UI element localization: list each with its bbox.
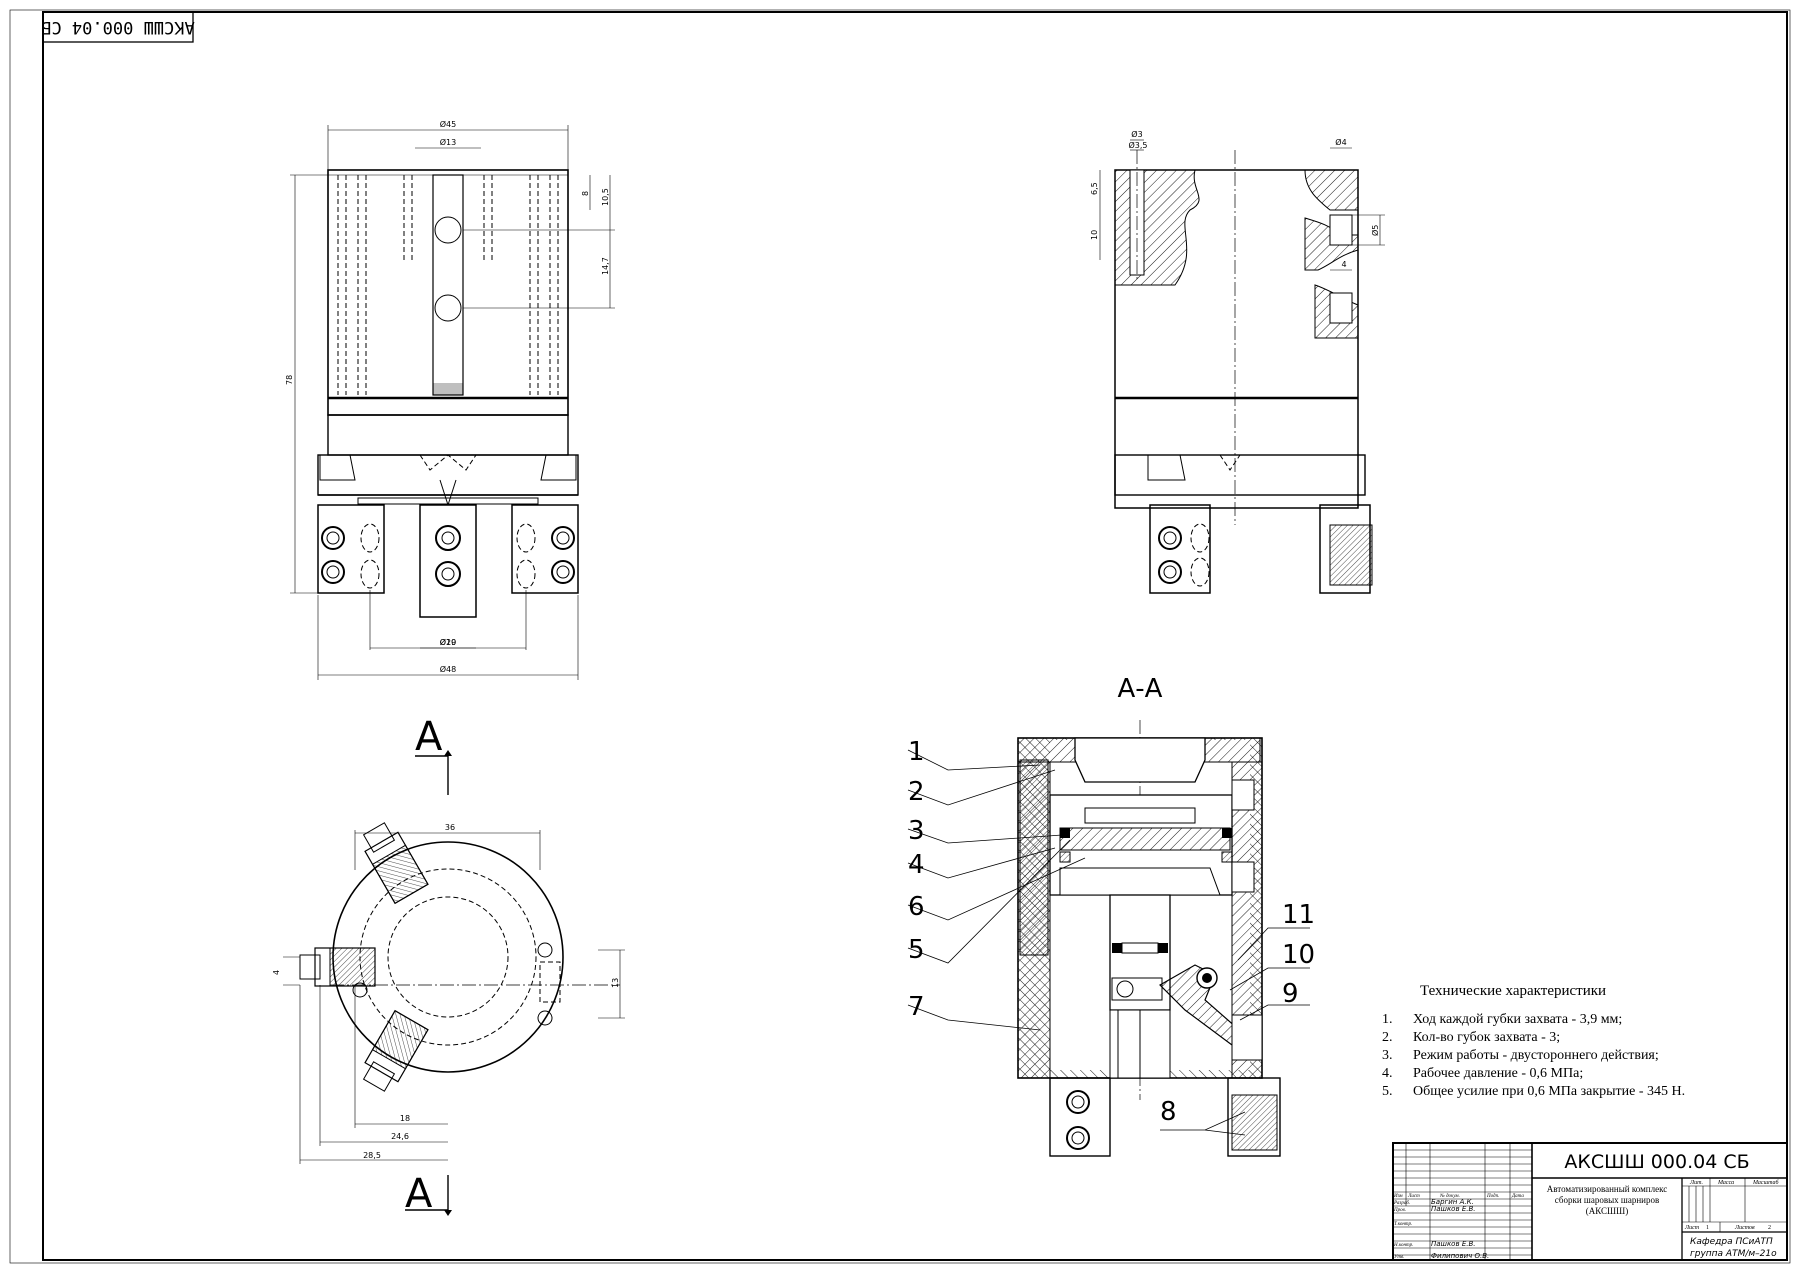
section-title: А-А	[1118, 674, 1163, 704]
lit-label: Лит.	[1689, 1180, 1703, 1186]
top-view: А	[272, 714, 625, 1217]
callout-1: 1	[908, 737, 925, 767]
spec-num: 3.	[1382, 1048, 1393, 1063]
role-utv: Утв.	[1394, 1255, 1404, 1260]
callout-4: 4	[908, 850, 925, 880]
col-sign: Подп.	[1486, 1194, 1499, 1199]
dim-d3: Ø3	[1131, 129, 1142, 139]
dim-w28-5: 28,5	[363, 1151, 381, 1160]
cut-letter-top: А	[415, 714, 443, 760]
screw-head-group	[321, 525, 575, 587]
callout-8: 8	[1160, 1097, 1177, 1127]
col-doc: № докум.	[1439, 1193, 1460, 1199]
col-izm: Изм	[1393, 1194, 1403, 1199]
spec-text: Ход каждой губки захвата - 3,9 мм;	[1413, 1012, 1622, 1027]
callout-6: 6	[908, 892, 925, 922]
dim-w18: 18	[400, 1114, 410, 1123]
inner-frame	[42, 11, 1788, 1261]
spec-num: 4.	[1382, 1066, 1393, 1081]
sheet-no: 1	[1706, 1225, 1709, 1231]
spec-num: 1.	[1382, 1012, 1393, 1027]
callout-9: 9	[1282, 979, 1299, 1009]
dim-h13: 13	[611, 978, 620, 988]
role-razrab: Разраб.	[1393, 1201, 1410, 1206]
spec-item: 4. Рабочее давление - 0,6 МПа;	[1382, 1066, 1583, 1081]
designation: АКСШШ 000.04 СБ	[1564, 1151, 1749, 1173]
dim-d13: Ø13	[440, 137, 456, 147]
callout-10: 10	[1282, 940, 1315, 970]
name-line-2: сборки шаровых шарниров	[1555, 1195, 1659, 1205]
front-view: Ø45 Ø13 8 10,5 14,7 78 Ø10 Ø29 Ø48	[285, 119, 615, 680]
name-utv: Филипович О.В.	[1431, 1252, 1489, 1260]
outer-frame	[9, 9, 1791, 1264]
scale-label: Масштаб	[1752, 1179, 1780, 1186]
dim-d45: Ø45	[440, 119, 456, 129]
mass-label: Масса	[1717, 1180, 1734, 1186]
callout-11: 11	[1282, 900, 1315, 930]
specs-title: Технические характеристики	[1420, 983, 1606, 999]
dim-w4: 4	[1341, 260, 1346, 269]
tech-specs: Технические характеристики 1. Ход каждой…	[1382, 983, 1685, 1099]
dim-h14-7: 14,7	[601, 257, 610, 275]
rotated-code-text: АКСШШ 000.04 СБ	[41, 17, 195, 37]
sheets-label: Листов	[1734, 1225, 1755, 1231]
spec-text: Кол-во губок захвата - 3;	[1413, 1030, 1560, 1045]
sheet-label: Лист	[1684, 1225, 1700, 1231]
dim-w36: 36	[445, 823, 455, 832]
dim-w24-6: 24,6	[391, 1132, 409, 1141]
spec-text: Рабочее давление - 0,6 МПа;	[1413, 1066, 1583, 1081]
dim-h8: 8	[581, 191, 590, 196]
callout-lines	[907, 749, 1310, 1136]
dim-h10-5: 10,5	[601, 188, 610, 206]
name-line-3: (АКСШШ)	[1586, 1206, 1628, 1216]
title-block: Изм Лист № докум. Подп. Дата Разраб. Про…	[1392, 1142, 1788, 1261]
callout-7: 7	[908, 992, 925, 1022]
sheets-no: 2	[1768, 1225, 1771, 1231]
role-tkontr: Т.контр.	[1394, 1222, 1412, 1227]
name-nkontr: Пашков Е.В.	[1431, 1240, 1476, 1248]
dim-d10: Ø10	[440, 637, 456, 647]
rotated-code-box: АКСШШ 000.04 СБ	[41, 11, 195, 43]
callout-5: 5	[908, 935, 925, 965]
callout-2: 2	[908, 777, 925, 807]
spec-item: 1. Ход каждой губки захвата - 3,9 мм;	[1382, 1012, 1622, 1027]
role-nkontr: Н.контр.	[1393, 1243, 1413, 1248]
name-prov: Пашков Е.В.	[1431, 1205, 1476, 1213]
spec-text: Общее усилие при 0,6 МПа закрытие - 345 …	[1413, 1084, 1685, 1099]
dim-h78: 78	[285, 375, 294, 385]
spec-item: 2. Кол-во губок захвата - 3;	[1382, 1030, 1560, 1045]
org-line-1: Кафедра ПСиАТП	[1690, 1237, 1773, 1247]
spec-item: 3. Режим работы - двустороннего действия…	[1382, 1048, 1659, 1063]
dim-h6-5: 6,5	[1090, 182, 1099, 195]
dim-d5: Ø5	[1370, 225, 1380, 236]
col-list: Лист	[1407, 1194, 1420, 1199]
dim-d3-5: Ø3,5	[1128, 140, 1147, 150]
org-line-2: группа АТМ/м–21о	[1690, 1249, 1777, 1259]
role-prov: Пров.	[1393, 1208, 1406, 1213]
spec-num: 2.	[1382, 1030, 1393, 1045]
name-line-1: Автоматизированный комплекс	[1547, 1184, 1667, 1194]
dim-d48: Ø48	[440, 664, 456, 674]
name-razrab: Баргин А.К.	[1431, 1198, 1474, 1206]
dim-h4: 4	[272, 970, 281, 975]
spec-text: Режим работы - двустороннего действия;	[1413, 1048, 1659, 1063]
dim-h10: 10	[1090, 230, 1099, 240]
dim-d29-label: Ø29	[440, 637, 456, 647]
callout-3: 3	[908, 816, 925, 846]
col-date: Дата	[1511, 1194, 1524, 1199]
side-view: Ø3 Ø3,5 Ø4 6,5 10 Ø5 4	[1090, 129, 1385, 594]
dim-d4: Ø4	[1335, 137, 1346, 147]
spec-item: 5. Общее усилие при 0,6 МПа закрытие - 3…	[1382, 1084, 1685, 1099]
section-a-a: А-А	[907, 674, 1315, 1157]
spec-num: 5.	[1382, 1084, 1393, 1099]
